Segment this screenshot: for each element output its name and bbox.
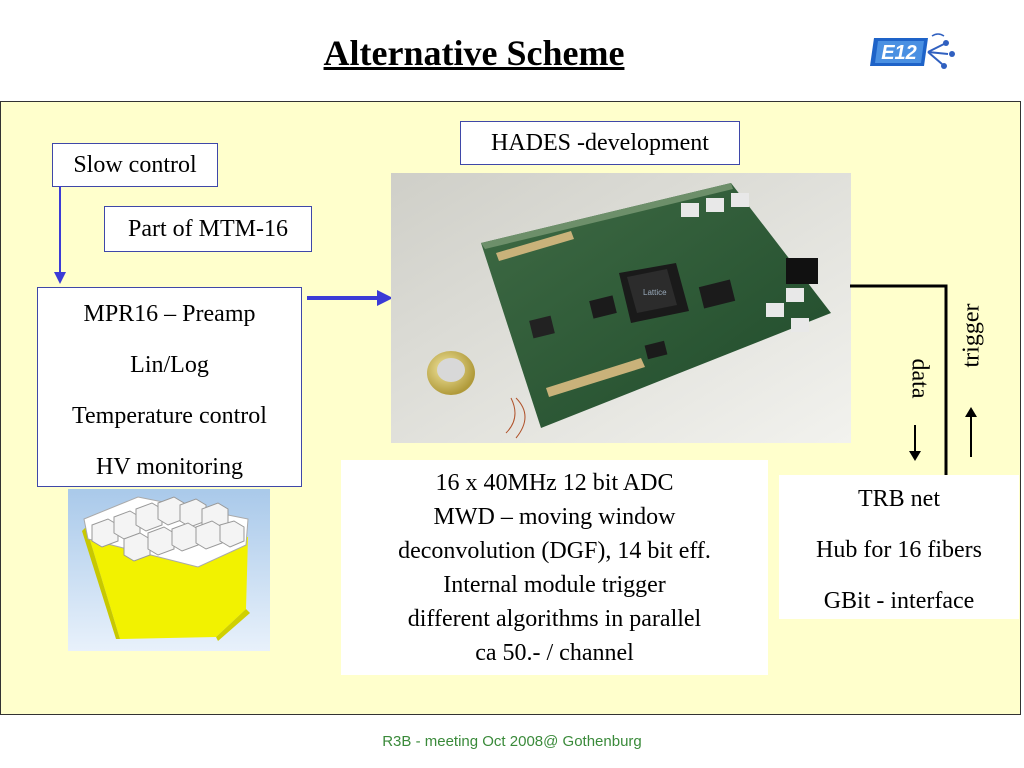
page-title: Alternative Scheme bbox=[323, 33, 625, 73]
adc-line: Internal module trigger bbox=[443, 572, 666, 598]
footer-text: R3B - meeting Oct 2008@ Gothenburg bbox=[382, 733, 642, 750]
adc-board-photo: Lattice bbox=[391, 173, 851, 443]
adc-line: ca 50.- / channel bbox=[475, 640, 634, 666]
mpr16-line: HV monitoring bbox=[96, 454, 243, 480]
adc-line: 16 x 40MHz 12 bit ADC bbox=[435, 470, 674, 496]
crystal-array-image bbox=[68, 489, 270, 651]
adc-description-box: 16 x 40MHz 12 bit ADC MWD – moving windo… bbox=[341, 460, 768, 675]
mpr16-line: Temperature control bbox=[72, 403, 267, 429]
adc-line: deconvolution (DGF), 14 bit eff. bbox=[398, 538, 711, 564]
preamp-to-board-arrow bbox=[307, 290, 393, 306]
trb-line: GBit - interface bbox=[823, 588, 975, 614]
mpr16-line: MPR16 – Preamp bbox=[83, 301, 256, 327]
mpr16-line: Lin/Log bbox=[130, 352, 209, 378]
trb-line: TRB net bbox=[858, 486, 940, 512]
adc-line: MWD – moving window bbox=[433, 504, 676, 530]
trb-line: Hub for 16 fibers bbox=[816, 537, 982, 563]
board-to-trb-lines bbox=[850, 284, 948, 478]
data-down-arrow bbox=[909, 425, 921, 461]
part-of-mtm-label: Part of MTM-16 bbox=[104, 206, 312, 252]
mpr16-box: MPR16 – Preamp Lin/Log Temperature contr… bbox=[37, 287, 302, 487]
trigger-up-arrow bbox=[965, 407, 977, 457]
trigger-label: trigger bbox=[958, 303, 985, 368]
e12-logo: E12 bbox=[870, 33, 955, 69]
svg-text:E12: E12 bbox=[881, 42, 917, 64]
trb-net-box: TRB net Hub for 16 fibers GBit - interfa… bbox=[779, 475, 1019, 619]
slow-control-arrow bbox=[54, 186, 66, 284]
slow-control-label: Slow control bbox=[52, 143, 218, 187]
hades-label: HADES -development bbox=[460, 121, 740, 165]
adc-line: different algorithms in parallel bbox=[407, 606, 702, 632]
svg-text:Lattice: Lattice bbox=[643, 288, 667, 297]
data-label: data bbox=[906, 358, 933, 399]
